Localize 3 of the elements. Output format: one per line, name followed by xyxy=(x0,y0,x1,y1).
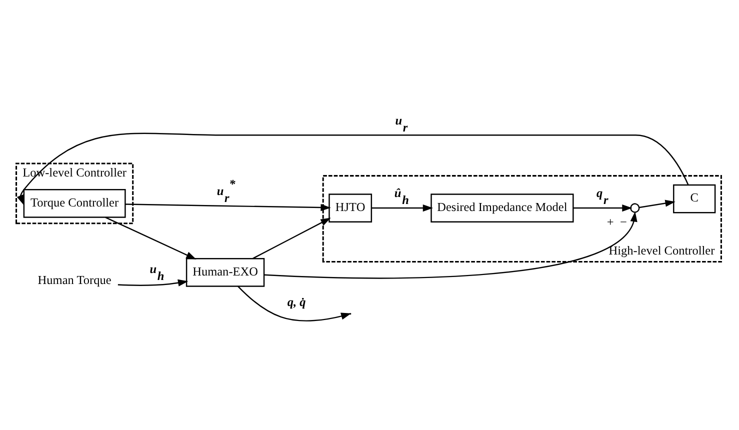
node-text: Human Torque xyxy=(38,272,112,287)
edge-label: q, q̇ xyxy=(287,295,306,310)
node-label: + − xyxy=(606,214,627,229)
